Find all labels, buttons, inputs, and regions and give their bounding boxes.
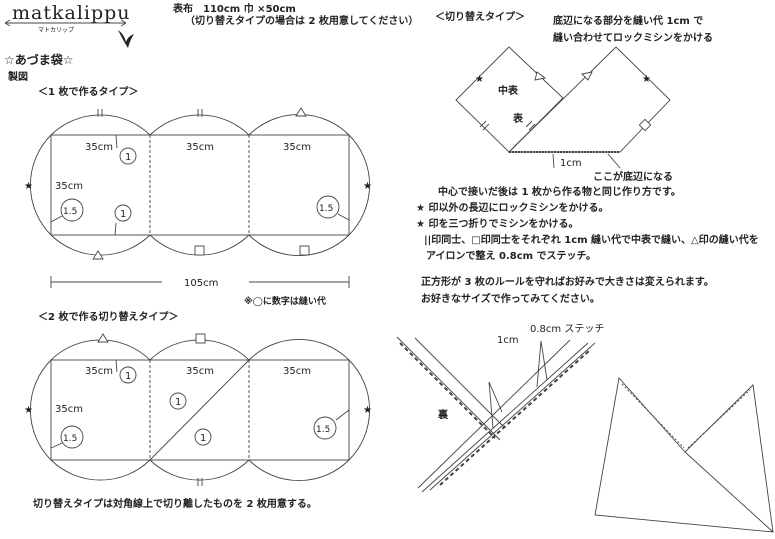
- svg-text:35cm: 35cm: [85, 142, 113, 153]
- svg-text:35cm: 35cm: [283, 366, 311, 377]
- swallow-icon: [118, 30, 134, 48]
- svg-text:1.5: 1.5: [63, 434, 77, 444]
- subtitle: 製図: [8, 72, 28, 83]
- fabric-note: （切り替えタイプの場合は 2 枚用意してください）: [185, 16, 419, 27]
- switch-heading: ＜切り替えタイプ＞: [435, 12, 525, 23]
- svg-text:★: ★: [363, 181, 372, 192]
- switch-diagram: ★ ★ 中表 表 1cm: [455, 46, 671, 169]
- svg-text:matkalippu: matkalippu: [12, 2, 131, 24]
- instruction-2: ★ 印以外の長辺にロックミシンをかける。: [416, 203, 609, 214]
- svg-text:35cm: 35cm: [186, 366, 214, 377]
- svg-text:1.5: 1.5: [63, 207, 77, 217]
- svg-text:105cm: 105cm: [184, 278, 218, 289]
- svg-text:1: 1: [175, 397, 181, 408]
- svg-text:1: 1: [200, 433, 206, 444]
- svg-text:★: ★: [475, 74, 484, 85]
- svg-text:35cm: 35cm: [283, 142, 311, 153]
- svg-text:1: 1: [125, 152, 131, 163]
- type1-diagram: ★ ★ 35cm 35cm 35cm 35cm 1 1 1.5 1.5 105c…: [24, 107, 372, 289]
- instruction-7: お好きなサイズで作ってみてください。: [421, 294, 600, 305]
- svg-text:★: ★: [363, 405, 372, 416]
- logo: matkalippu マトカリップ: [4, 2, 134, 48]
- seam-allowance-note: ※◯に数字は縫い代: [244, 297, 326, 307]
- seam-detail-diagram: 裏 1cm 0.8cm ステッチ: [396, 323, 604, 493]
- page-title: ☆あづま袋☆: [4, 53, 74, 67]
- type2-diagram: ★ ★ 35cm 35cm 35cm 35cm 1 1 1 1.5 1.5: [24, 333, 372, 486]
- svg-text:1: 1: [125, 371, 131, 382]
- finished-bag-diagram: [594, 377, 774, 533]
- bottom-edge-label: ここが底辺になる: [593, 172, 673, 183]
- svg-text:1cm: 1cm: [497, 335, 519, 346]
- instruction-1: 中心で接いだ後は 1 枚から作る物と同じ作り方です。: [438, 187, 681, 198]
- svg-text:マトカリップ: マトカリップ: [38, 27, 74, 34]
- svg-text:1.5: 1.5: [319, 204, 333, 214]
- fabric-spec: 表布 110cm 巾 ×50cm: [173, 4, 296, 15]
- svg-text:裏: 裏: [437, 408, 449, 421]
- instruction-4: ||印同士、□印同士をそれぞれ 1cm 縫い代で中表で縫い、△印の縫い代を: [424, 235, 759, 246]
- switch-note-1: 底辺になる部分を縫い代 1cm で: [553, 16, 704, 27]
- type2-caption: 切り替えタイプは対角線上で切り離したものを 2 枚用意する。: [33, 499, 317, 510]
- instruction-3: ★ 印を三つ折りでミシンをかける。: [416, 219, 579, 230]
- type1-heading: ＜1 枚で作るタイプ＞: [38, 87, 139, 98]
- svg-text:35cm: 35cm: [55, 404, 83, 415]
- svg-text:★: ★: [24, 181, 33, 192]
- svg-text:0.8cm ステッチ: 0.8cm ステッチ: [530, 323, 604, 335]
- svg-text:35cm: 35cm: [85, 366, 113, 377]
- svg-text:35cm: 35cm: [55, 181, 83, 192]
- svg-text:★: ★: [642, 74, 651, 85]
- instruction-5: アイロンで整え 0.8cm でステッチ。: [426, 251, 597, 262]
- type2-heading: ＜2 枚で作る切り替えタイプ＞: [38, 312, 179, 323]
- svg-text:35cm: 35cm: [186, 142, 214, 153]
- svg-text:1cm: 1cm: [560, 158, 582, 169]
- svg-text:中表: 中表: [498, 84, 519, 97]
- svg-text:1: 1: [120, 209, 126, 220]
- svg-text:1.5: 1.5: [316, 425, 330, 435]
- switch-note-2: 縫い合わせてロックミシンをかける: [553, 33, 713, 44]
- instruction-6: 正方形が 3 枚のルールを守ればお好みで大きさは変えられます。: [421, 277, 714, 288]
- svg-text:表: 表: [512, 112, 524, 125]
- svg-text:★: ★: [24, 405, 33, 416]
